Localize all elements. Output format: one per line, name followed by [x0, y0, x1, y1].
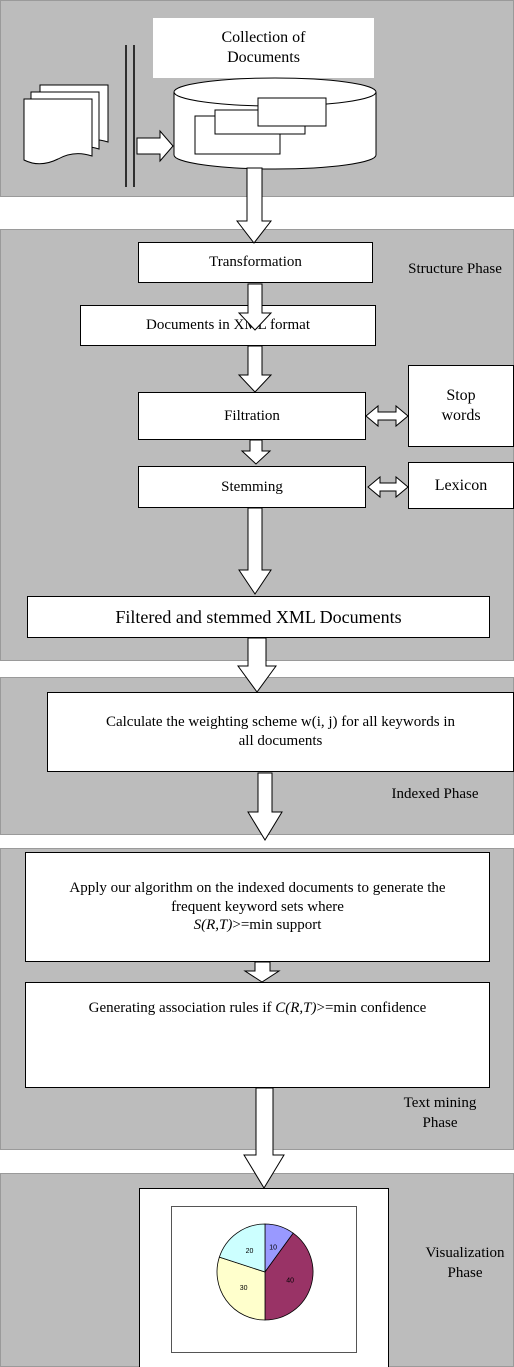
rules-func: C(R,T)	[275, 1000, 317, 1016]
text-mining-phase-label: Text mining Phase	[403, 1095, 477, 1131]
stop-words-box: Stop words	[408, 365, 514, 447]
double-arrow-filtration-stopwords	[365, 404, 409, 428]
rules-prefix: Generating association rules if	[88, 1000, 276, 1016]
stemming-box: Stemming	[138, 466, 366, 508]
weighting-box: Calculate the weighting scheme w(i, j) f…	[47, 692, 514, 772]
pie-data-label: 30	[240, 1285, 248, 1292]
arrow-stemming-to-output	[238, 507, 272, 595]
rules-suffix: >=min confidence	[316, 1000, 427, 1016]
document-stack-icon	[23, 84, 109, 165]
lexicon-box: Lexicon	[408, 462, 514, 509]
pie-data-label: 10	[269, 1244, 277, 1251]
pie-chart: 10 40 30 20	[216, 1223, 314, 1321]
separator-bars	[125, 45, 135, 187]
filtered-output-box: Filtered and stemmed XML Documents	[27, 596, 490, 638]
database-cylinder-icon	[173, 77, 377, 170]
arrow-db-to-transformation	[235, 167, 273, 244]
pie-data-label: 20	[246, 1248, 254, 1255]
indexed-phase-label: Indexed Phase	[391, 786, 479, 802]
arrow-stack-to-db	[136, 129, 174, 163]
structure-phase-label: Structure Phase	[408, 261, 502, 277]
transformation-box: Transformation	[138, 242, 373, 283]
algorithm-box: Apply our algorithm on the indexed docum…	[25, 852, 490, 962]
algorithm-condition: S(R,T)>=min support	[193, 917, 322, 934]
arrow-filtration-to-stemming	[240, 439, 272, 465]
arrow-weighting-to-algorithm	[247, 772, 283, 841]
arrow-transformation-to-xml	[237, 283, 273, 331]
pie-slice	[216, 1256, 266, 1321]
collection-title: Collection of Documents	[153, 18, 374, 78]
double-arrow-stemming-lexicon	[367, 475, 409, 499]
xml-documents-box: Documents in XML format	[80, 305, 376, 346]
filtration-box: Filtration	[138, 392, 366, 440]
arrow-rules-to-visualization	[243, 1087, 285, 1189]
pie-data-label: 40	[286, 1278, 294, 1285]
arrow-output-to-weighting	[237, 637, 277, 693]
algorithm-text: Apply our algorithm on the indexed docum…	[69, 879, 446, 915]
arrow-xml-to-filtration	[237, 345, 273, 393]
pie-slice	[218, 1223, 266, 1273]
association-rules-box: Generating association rules if C(R,T)>=…	[25, 982, 490, 1088]
arrow-algorithm-to-rules	[243, 961, 281, 983]
visualization-phase-label: Visualization Phase	[425, 1245, 505, 1281]
pie-slice	[264, 1232, 314, 1321]
